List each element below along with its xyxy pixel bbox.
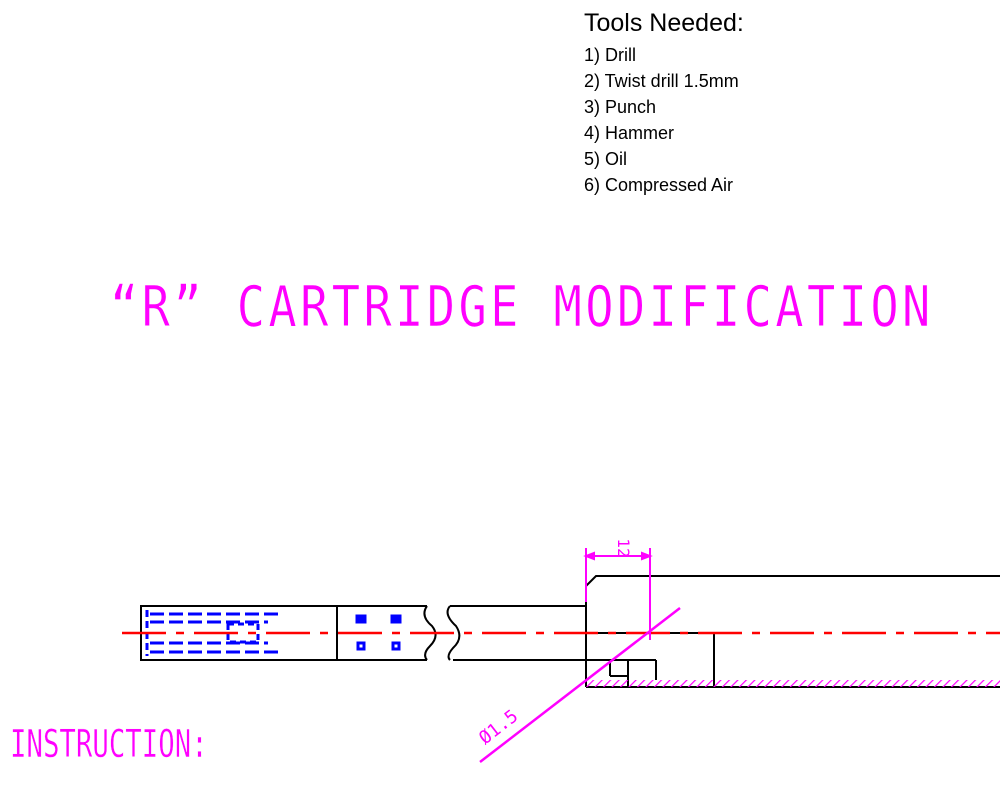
- drawing-title: “R” CARTRIDGE MODIFICATION: [110, 275, 934, 341]
- tool-item: 2) Twist drill 1.5mm: [584, 71, 739, 91]
- hidden-lines: [145, 610, 402, 656]
- instruction-label: INSTRUCTION:: [10, 722, 208, 766]
- tools-heading: Tools Needed:: [584, 9, 744, 37]
- tool-item: 3) Punch: [584, 97, 657, 117]
- dimension-12-label: 12: [614, 538, 633, 557]
- dimension-12: [583, 548, 653, 640]
- hatched-base: [586, 680, 1000, 687]
- tools-needed-list: Tools Needed: 1) Drill 2) Twist drill 1.…: [584, 8, 744, 198]
- diameter-leader: [479, 607, 681, 763]
- tool-item: 1) Drill: [584, 45, 636, 65]
- tool-item: 6) Compressed Air: [584, 175, 734, 195]
- cartridge-right-section: [446, 575, 1000, 688]
- diameter-label: Ø1.5: [475, 706, 522, 749]
- tool-item: 5) Oil: [584, 149, 628, 169]
- tool-item: 4) Hammer: [584, 123, 675, 143]
